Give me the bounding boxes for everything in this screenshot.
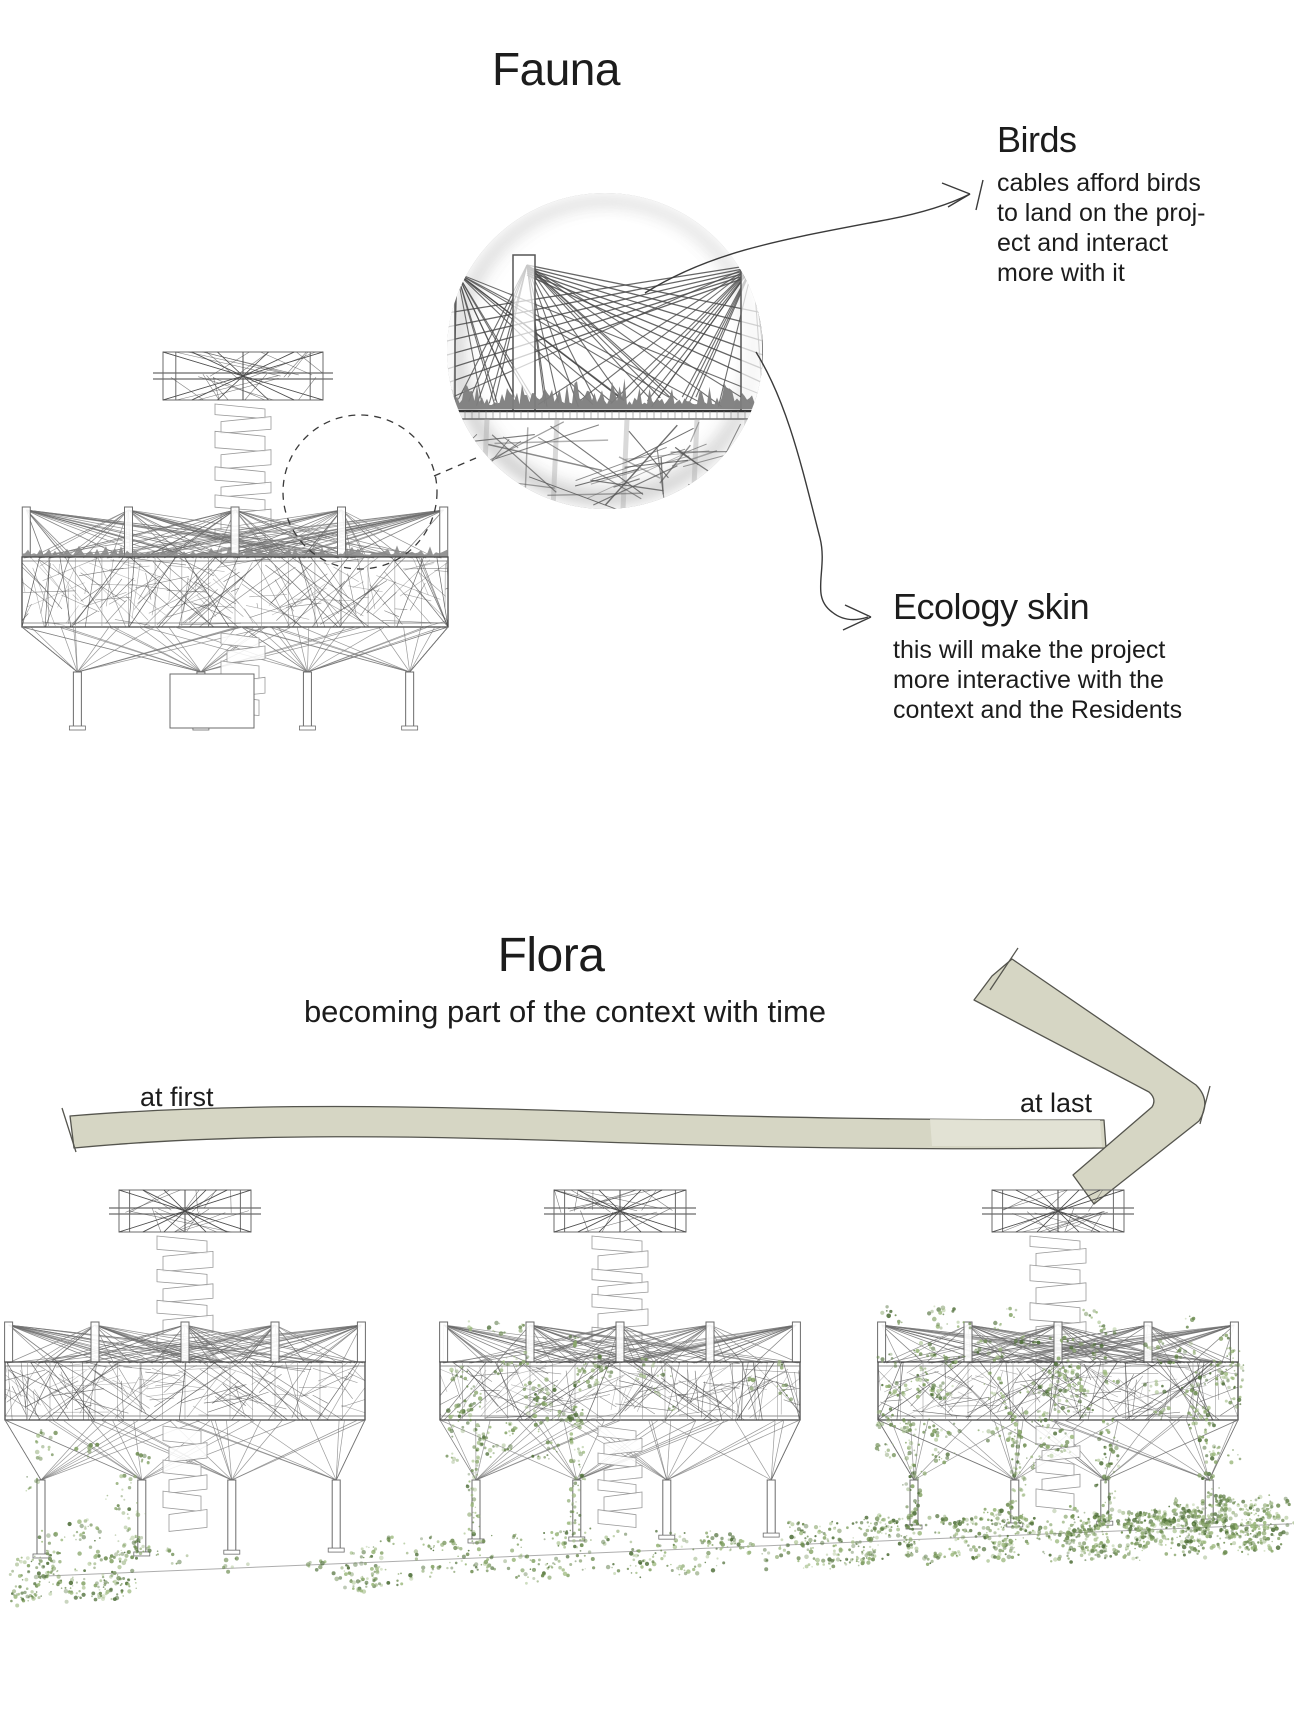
- dashed-highlight-circle: [282, 414, 438, 570]
- at-first-label: at first: [140, 1082, 214, 1112]
- ecology-body: this will make the project more interact…: [893, 636, 1183, 725]
- timeline-arrowhead: [973, 958, 1206, 1205]
- flora-section-title: Flora: [497, 929, 605, 982]
- ecology-heading: Ecology skin: [893, 586, 1090, 627]
- detail-connector-line: [433, 457, 477, 477]
- birds-body: cables afford birds to land on the proj-…: [997, 169, 1206, 288]
- flora-tower-mid: [439, 1189, 801, 1544]
- flora-subtitle: becoming part of the context with time: [303, 994, 827, 1029]
- ground-vegetation: [8, 1494, 1294, 1608]
- ecology-annotation: Ecology skin this will make the project …: [893, 585, 1233, 725]
- timeline-band-highlight: [930, 1119, 1102, 1147]
- ecology-arrow: [755, 351, 872, 631]
- flora-tower-final: [874, 1189, 1245, 1530]
- detail-circle: [447, 193, 763, 509]
- timeline-band: [69, 1105, 1107, 1150]
- birds-annotation: Birds cables afford birds to land on the…: [997, 118, 1277, 288]
- birds-heading: Birds: [997, 119, 1077, 160]
- detail-circle-drawing: [447, 254, 763, 509]
- fauna-tower-drawing: [21, 351, 449, 731]
- flora-tower-initial: [4, 1189, 366, 1559]
- fauna-section-title: Fauna: [492, 43, 620, 95]
- at-last-label: at last: [1020, 1088, 1093, 1118]
